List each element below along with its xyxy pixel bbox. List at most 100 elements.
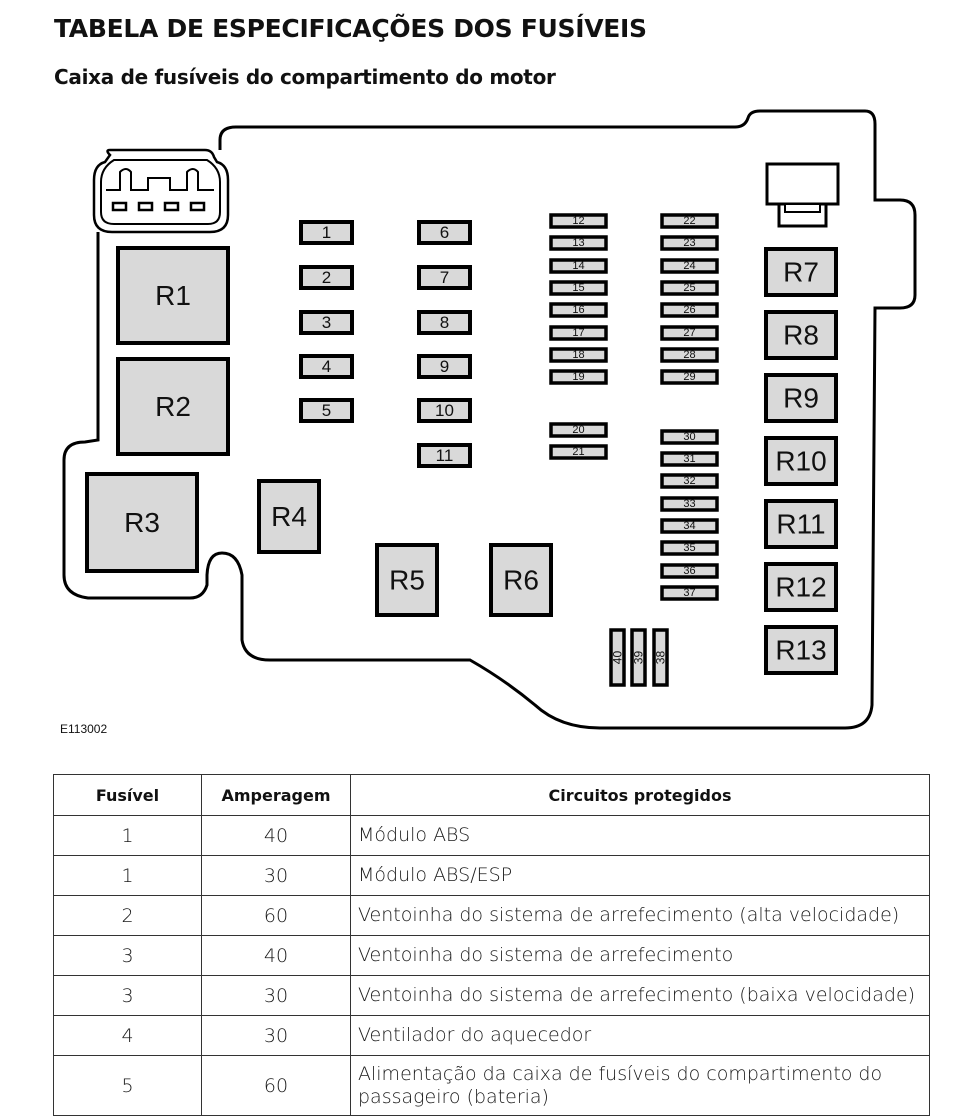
fuse-17: 17 xyxy=(549,325,608,341)
table-row: 5 60 Alimentação da caixa de fusíveis do… xyxy=(53,1055,930,1116)
fuse-11-label: 11 xyxy=(436,446,454,465)
fuse-spec-table: Fusível Amperagem Circuitos protegidos 1… xyxy=(53,774,930,1116)
fuse-9-label: 9 xyxy=(440,357,449,376)
relay-r11: R11 xyxy=(764,499,838,549)
cell-amperage: 60 xyxy=(201,1055,351,1116)
fuse-22-label: 22 xyxy=(683,215,695,227)
cell-circuit: Ventoinha do sistema de arrefecimento (b… xyxy=(350,975,930,1016)
fuse-20-label: 20 xyxy=(572,424,584,436)
fuse-39-label: 39 xyxy=(632,651,646,665)
fuse-38-label: 38 xyxy=(654,651,668,665)
fuse-16: 16 xyxy=(549,302,608,318)
fuse-5-label: 5 xyxy=(322,401,331,420)
fuse-12: 12 xyxy=(549,213,608,229)
fuse-14: 14 xyxy=(549,258,608,274)
fuse-4-label: 4 xyxy=(322,357,331,376)
relay-r6: R6 xyxy=(489,543,553,617)
fuse-37: 37 xyxy=(660,585,719,601)
fuse-7: 7 xyxy=(417,265,472,290)
fuse-34: 34 xyxy=(660,518,719,534)
fuse-10: 10 xyxy=(417,398,472,423)
header-fuse: Fusível xyxy=(53,774,202,816)
cell-circuit: Ventoinha do sistema de arrefecimento xyxy=(350,935,930,976)
relay-r5: R5 xyxy=(375,543,439,617)
fuse-39: 39 xyxy=(630,628,647,687)
header-circuits: Circuitos protegidos xyxy=(350,774,930,816)
fuse-5: 5 xyxy=(299,398,354,423)
cell-amperage: 30 xyxy=(201,1015,351,1056)
fuse-36-label: 36 xyxy=(683,565,695,577)
relay-r2: R2 xyxy=(116,357,230,456)
fuse-12-label: 12 xyxy=(572,215,584,227)
cell-fuse: 1 xyxy=(53,815,202,856)
cell-circuit: Ventilador do aquecedor xyxy=(350,1015,930,1056)
fuse-32-label: 32 xyxy=(683,475,695,487)
fuse-16-label: 16 xyxy=(572,304,584,316)
table-row: 1 40 Módulo ABS xyxy=(53,815,930,856)
fuse-19-label: 19 xyxy=(572,371,584,383)
cell-fuse: 4 xyxy=(53,1015,202,1056)
fuse-7-label: 7 xyxy=(440,268,449,287)
cell-fuse: 3 xyxy=(53,975,202,1016)
fuse-27: 27 xyxy=(660,325,719,341)
fuse-4: 4 xyxy=(299,354,354,379)
relay-r3: R3 xyxy=(85,472,199,573)
relay-r8: R8 xyxy=(764,310,838,360)
table-row: 3 30 Ventoinha do sistema de arrefecimen… xyxy=(53,975,930,1016)
fuse-32: 32 xyxy=(660,473,719,489)
page-subtitle: Caixa de fusíveis do compartimento do mo… xyxy=(54,65,556,89)
relay-r8-label: R8 xyxy=(783,320,819,351)
fuse-33-label: 33 xyxy=(683,498,695,510)
fuse-25-label: 25 xyxy=(683,282,695,294)
fuse-31: 31 xyxy=(660,451,719,467)
fuse-34-label: 34 xyxy=(683,520,695,532)
relay-r4: R4 xyxy=(257,479,321,554)
fuse-1: 1 xyxy=(299,220,354,245)
fuse-11: 11 xyxy=(417,443,472,468)
fuse-19: 19 xyxy=(549,369,608,385)
fuse-2: 2 xyxy=(299,265,354,290)
fuse-28-label: 28 xyxy=(683,349,695,361)
cell-circuit: Módulo ABS/ESP xyxy=(350,855,930,896)
fuse-24: 24 xyxy=(660,258,719,274)
connector-icon xyxy=(92,148,230,234)
relay-r1-label: R1 xyxy=(155,280,191,311)
fuse-2-label: 2 xyxy=(322,268,331,287)
relay-r12: R12 xyxy=(764,562,838,612)
cell-amperage: 40 xyxy=(201,815,351,856)
fuse-31-label: 31 xyxy=(683,453,695,465)
fuse-23-label: 23 xyxy=(683,237,695,249)
relay-r2-label: R2 xyxy=(155,391,191,422)
relay-r10: R10 xyxy=(764,436,838,486)
fuse-14-label: 14 xyxy=(572,260,584,272)
fuse-3-label: 3 xyxy=(322,313,331,332)
fuse-23: 23 xyxy=(660,235,719,251)
fuse-35: 35 xyxy=(660,540,719,556)
relay-r9-label: R9 xyxy=(783,383,819,414)
table-row: 2 60 Ventoinha do sistema de arrefecimen… xyxy=(53,895,930,936)
relay-r3-label: R3 xyxy=(124,507,160,538)
fuse-40: 40 xyxy=(609,628,626,687)
fuse-30-label: 30 xyxy=(683,431,695,443)
relay-r13: R13 xyxy=(764,625,838,675)
cell-amperage: 60 xyxy=(201,895,351,936)
fuse-28: 28 xyxy=(660,347,719,363)
relay-r13-label: R13 xyxy=(775,635,826,666)
cell-amperage: 30 xyxy=(201,855,351,896)
fuse-6: 6 xyxy=(417,220,472,245)
fuse-38: 38 xyxy=(652,628,669,687)
relay-r1: R1 xyxy=(116,246,230,345)
fuse-29: 29 xyxy=(660,369,719,385)
fuse-8: 8 xyxy=(417,310,472,335)
table-header-row: Fusível Amperagem Circuitos protegidos xyxy=(53,774,930,816)
table-row: 3 40 Ventoinha do sistema de arrefecimen… xyxy=(53,935,930,976)
relay-r11-label: R11 xyxy=(776,509,825,540)
fuse-21: 21 xyxy=(549,444,608,460)
fuse-37-label: 37 xyxy=(683,587,695,599)
fuse-3: 3 xyxy=(299,310,354,335)
page-title: TABELA DE ESPECIFICAÇÕES DOS FUSÍVEIS xyxy=(54,14,647,43)
fuse-box-outline xyxy=(62,109,917,730)
fuse-18: 18 xyxy=(549,347,608,363)
fuse-1-label: 1 xyxy=(322,223,331,242)
